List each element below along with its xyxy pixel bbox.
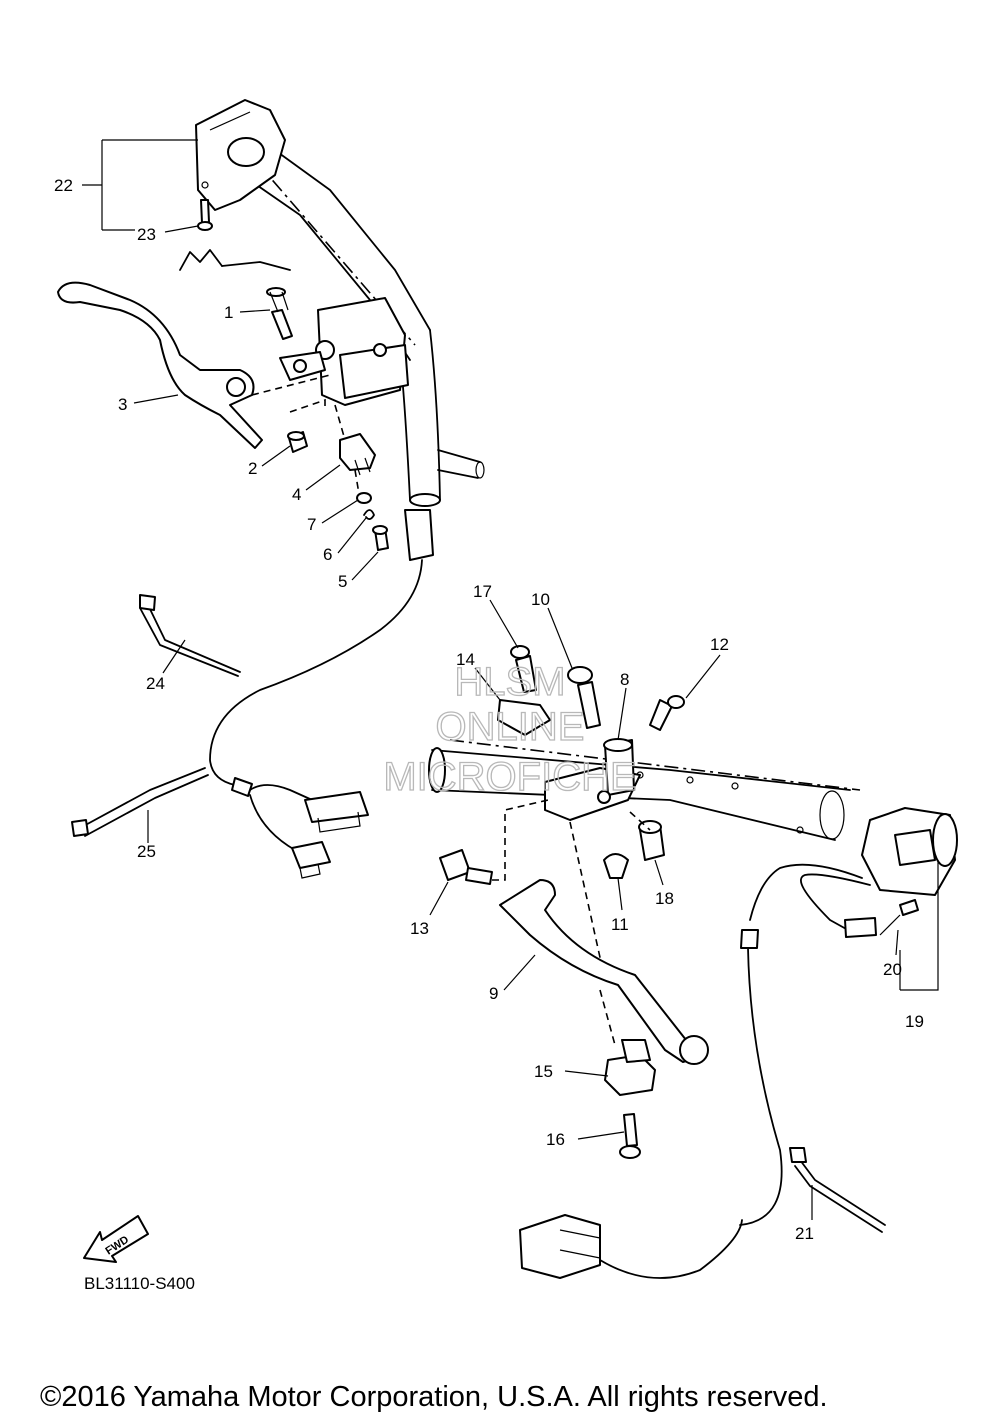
callout-2: 2 bbox=[248, 459, 257, 478]
forward-arrow-icon: FWD bbox=[83, 1215, 149, 1263]
callout-8: 8 bbox=[620, 670, 629, 689]
callout-21: 21 bbox=[795, 1224, 814, 1243]
watermark-line-1: HLSM bbox=[454, 660, 565, 704]
callout-9: 9 bbox=[489, 984, 498, 1003]
diagram-code: BL31110-S400 bbox=[84, 1274, 195, 1293]
callout-12: 12 bbox=[710, 635, 729, 654]
left-handlebar-assembly bbox=[57, 99, 485, 561]
callout-3: 3 bbox=[118, 395, 127, 414]
watermark-line-3: MICROFICHE bbox=[383, 755, 636, 799]
callout-19: 19 bbox=[905, 1012, 924, 1031]
copyright-notice: ©2016 Yamaha Motor Corporation, U.S.A. A… bbox=[40, 1381, 828, 1413]
callout-1: 1 bbox=[224, 303, 233, 322]
callout-17: 17 bbox=[473, 582, 492, 601]
callout-14: 14 bbox=[456, 650, 475, 669]
right-handlebar-assembly bbox=[428, 645, 958, 1279]
callout-labels: 22 23 1 3 2 4 7 6 5 24 25 17 10 14 8 12 … bbox=[54, 176, 924, 1243]
callout-16: 16 bbox=[546, 1130, 565, 1149]
callout-11: 11 bbox=[611, 915, 629, 934]
wiring-harness-left bbox=[71, 559, 423, 879]
callout-6: 6 bbox=[323, 545, 332, 564]
watermark: HLSM ONLINE MICROFICHE bbox=[383, 659, 638, 799]
callout-10: 10 bbox=[531, 590, 550, 609]
callout-23: 23 bbox=[137, 225, 156, 244]
callout-5: 5 bbox=[338, 572, 347, 591]
callout-24: 24 bbox=[146, 674, 165, 693]
watermark-line-2: ONLINE bbox=[436, 705, 585, 749]
callout-20: 20 bbox=[883, 960, 902, 979]
callout-13: 13 bbox=[410, 919, 429, 938]
leader-lines bbox=[82, 139, 939, 1220]
callout-7: 7 bbox=[307, 515, 316, 534]
callout-15: 15 bbox=[534, 1062, 553, 1081]
callout-25: 25 bbox=[137, 842, 156, 861]
callout-22: 22 bbox=[54, 176, 73, 195]
callout-4: 4 bbox=[292, 485, 301, 504]
callout-18: 18 bbox=[655, 889, 674, 908]
